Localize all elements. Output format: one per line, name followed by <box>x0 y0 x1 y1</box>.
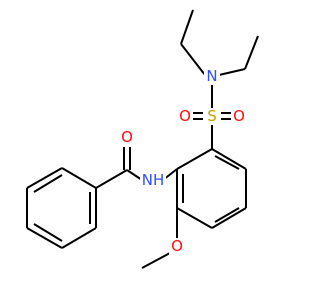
bond-ring2-inner-b <box>214 207 240 223</box>
molecule-svg: N S O O O NH O <box>26 9 259 269</box>
bond-ring2-c4-c5 <box>211 207 247 229</box>
bond-carbonyl-phenyl <box>95 169 128 189</box>
atom-label-amide-nh: NH <box>142 171 165 189</box>
bond-ring1-c5-c6 <box>61 227 97 249</box>
atom-label-sulfonyl-o-left: O <box>179 107 191 125</box>
bond-nh-carbonyl <box>126 169 143 181</box>
bond-ring1-inner-a <box>33 174 63 193</box>
bond-ring2-c3-c4 <box>176 207 213 229</box>
atom-label-sulfur: S <box>207 107 217 125</box>
bond-layer <box>26 9 259 269</box>
bond-ring2-inner-c <box>214 155 240 170</box>
bond-methoxy-o-ch3 <box>141 252 171 269</box>
bond-ring1-c1-c2 <box>61 167 97 189</box>
bond-ethyl1-ch2-n <box>180 43 206 76</box>
atom-label-sulfonamide-n: N <box>206 67 217 85</box>
bond-ring1-c2-c3 <box>26 167 63 189</box>
bond-ethyl2-ch2-n <box>218 68 246 76</box>
bond-ethyl2-ch3-ch2 <box>244 35 259 70</box>
atom-label-sulfonyl-o-right: O <box>233 107 245 125</box>
bond-ethyl1-ch3-ch2 <box>180 9 194 45</box>
atom-label-carbonyl-o: O <box>121 128 133 146</box>
atom-label-methoxy-o: O <box>171 237 183 255</box>
molecule-structure-diagram: N S O O O NH O <box>26 9 259 269</box>
bond-ring2-c1-c2 <box>176 148 213 170</box>
atom-label-layer: N S O O O NH O <box>119 67 247 255</box>
bond-ring1-c4-c5 <box>26 227 63 249</box>
bond-ring1-inner-b <box>33 223 63 242</box>
bond-ring2-c6-c1 <box>211 148 247 170</box>
